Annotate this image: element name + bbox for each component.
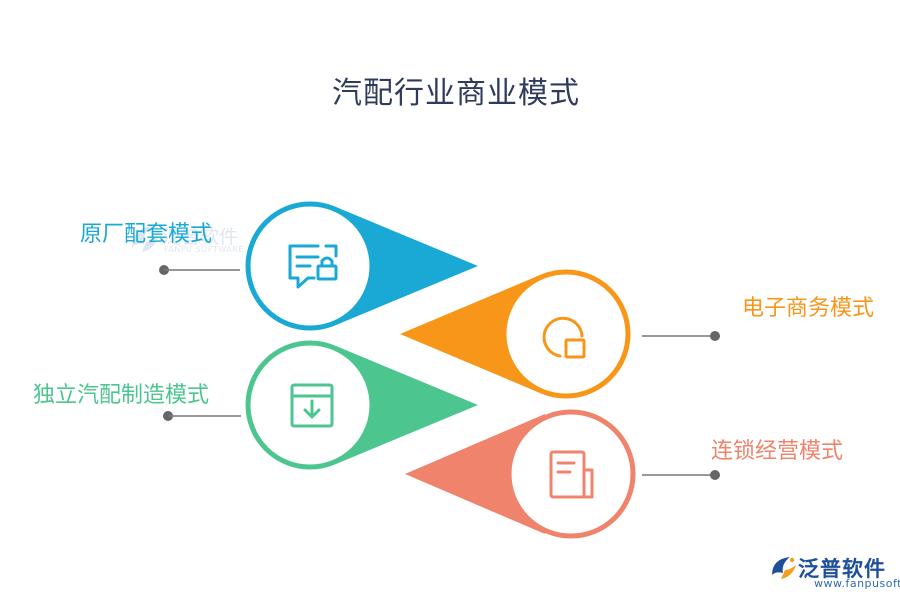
brand-url: www.fanpusoft.com: [814, 577, 900, 590]
drop-shape-4: [405, 409, 636, 539]
download-box-icon: [290, 383, 334, 428]
connector-1: [159, 265, 240, 275]
drop-shape-1: [245, 201, 478, 331]
chart-window-icon: [542, 316, 586, 359]
drop-shape-3: [245, 340, 478, 470]
watermark: 泛普软件 FANPU SOFTWARE: [128, 222, 248, 258]
drop-shape-2: [400, 269, 631, 399]
item-label-3: 独立汽配制造模式: [33, 383, 210, 408]
watermark-subtext: FANPU SOFTWARE: [164, 245, 244, 254]
connector-2: [642, 331, 720, 341]
item-label-4: 连锁经营模式: [711, 439, 844, 464]
brand-name: 泛普软件: [798, 557, 886, 581]
connector-4: [642, 470, 720, 480]
item-label-1: 原厂配套模式: [80, 222, 213, 247]
brand-logo: 泛普软件: [770, 553, 886, 583]
document-icon: [549, 450, 594, 499]
page-title: 汽配行业商业模式: [332, 76, 580, 111]
watermark-text: 泛普软件: [162, 226, 239, 248]
watermark-logo-icon: [132, 226, 158, 252]
item-label-2: 电子商务模式: [742, 296, 875, 321]
connector-3: [163, 411, 241, 421]
brand-logo-icon: [772, 557, 796, 579]
message-lock-icon: [288, 244, 338, 289]
